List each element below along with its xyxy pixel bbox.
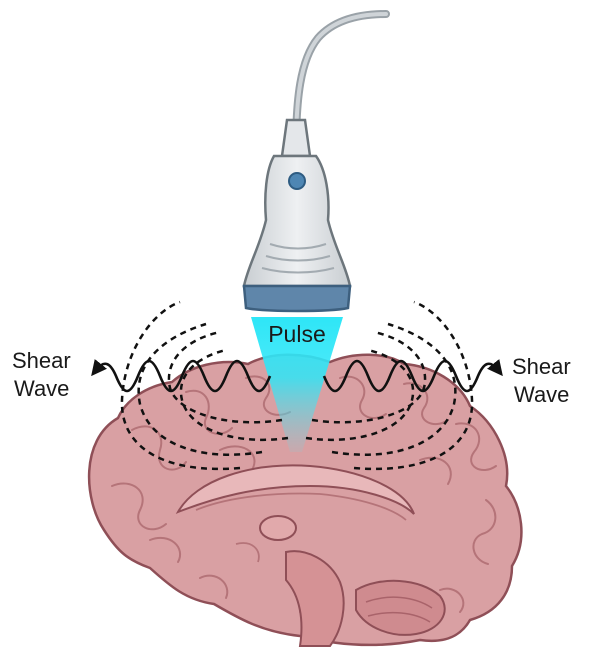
probe-cable (296, 14, 386, 150)
ultrasound-probe-icon (244, 14, 386, 311)
probe-tip (244, 286, 350, 311)
pulse-label: Pulse (268, 321, 326, 347)
probe-button-icon (289, 173, 305, 189)
shear-wave-right-label-line1: Shear (512, 354, 571, 379)
thalamus (260, 516, 296, 540)
probe-neck (282, 120, 310, 156)
shear-wave-left-label-line2: Wave (14, 376, 69, 401)
shear-wave-right-label-line2: Wave (514, 382, 569, 407)
shear-wave-left-label-line1: Shear (12, 348, 71, 373)
